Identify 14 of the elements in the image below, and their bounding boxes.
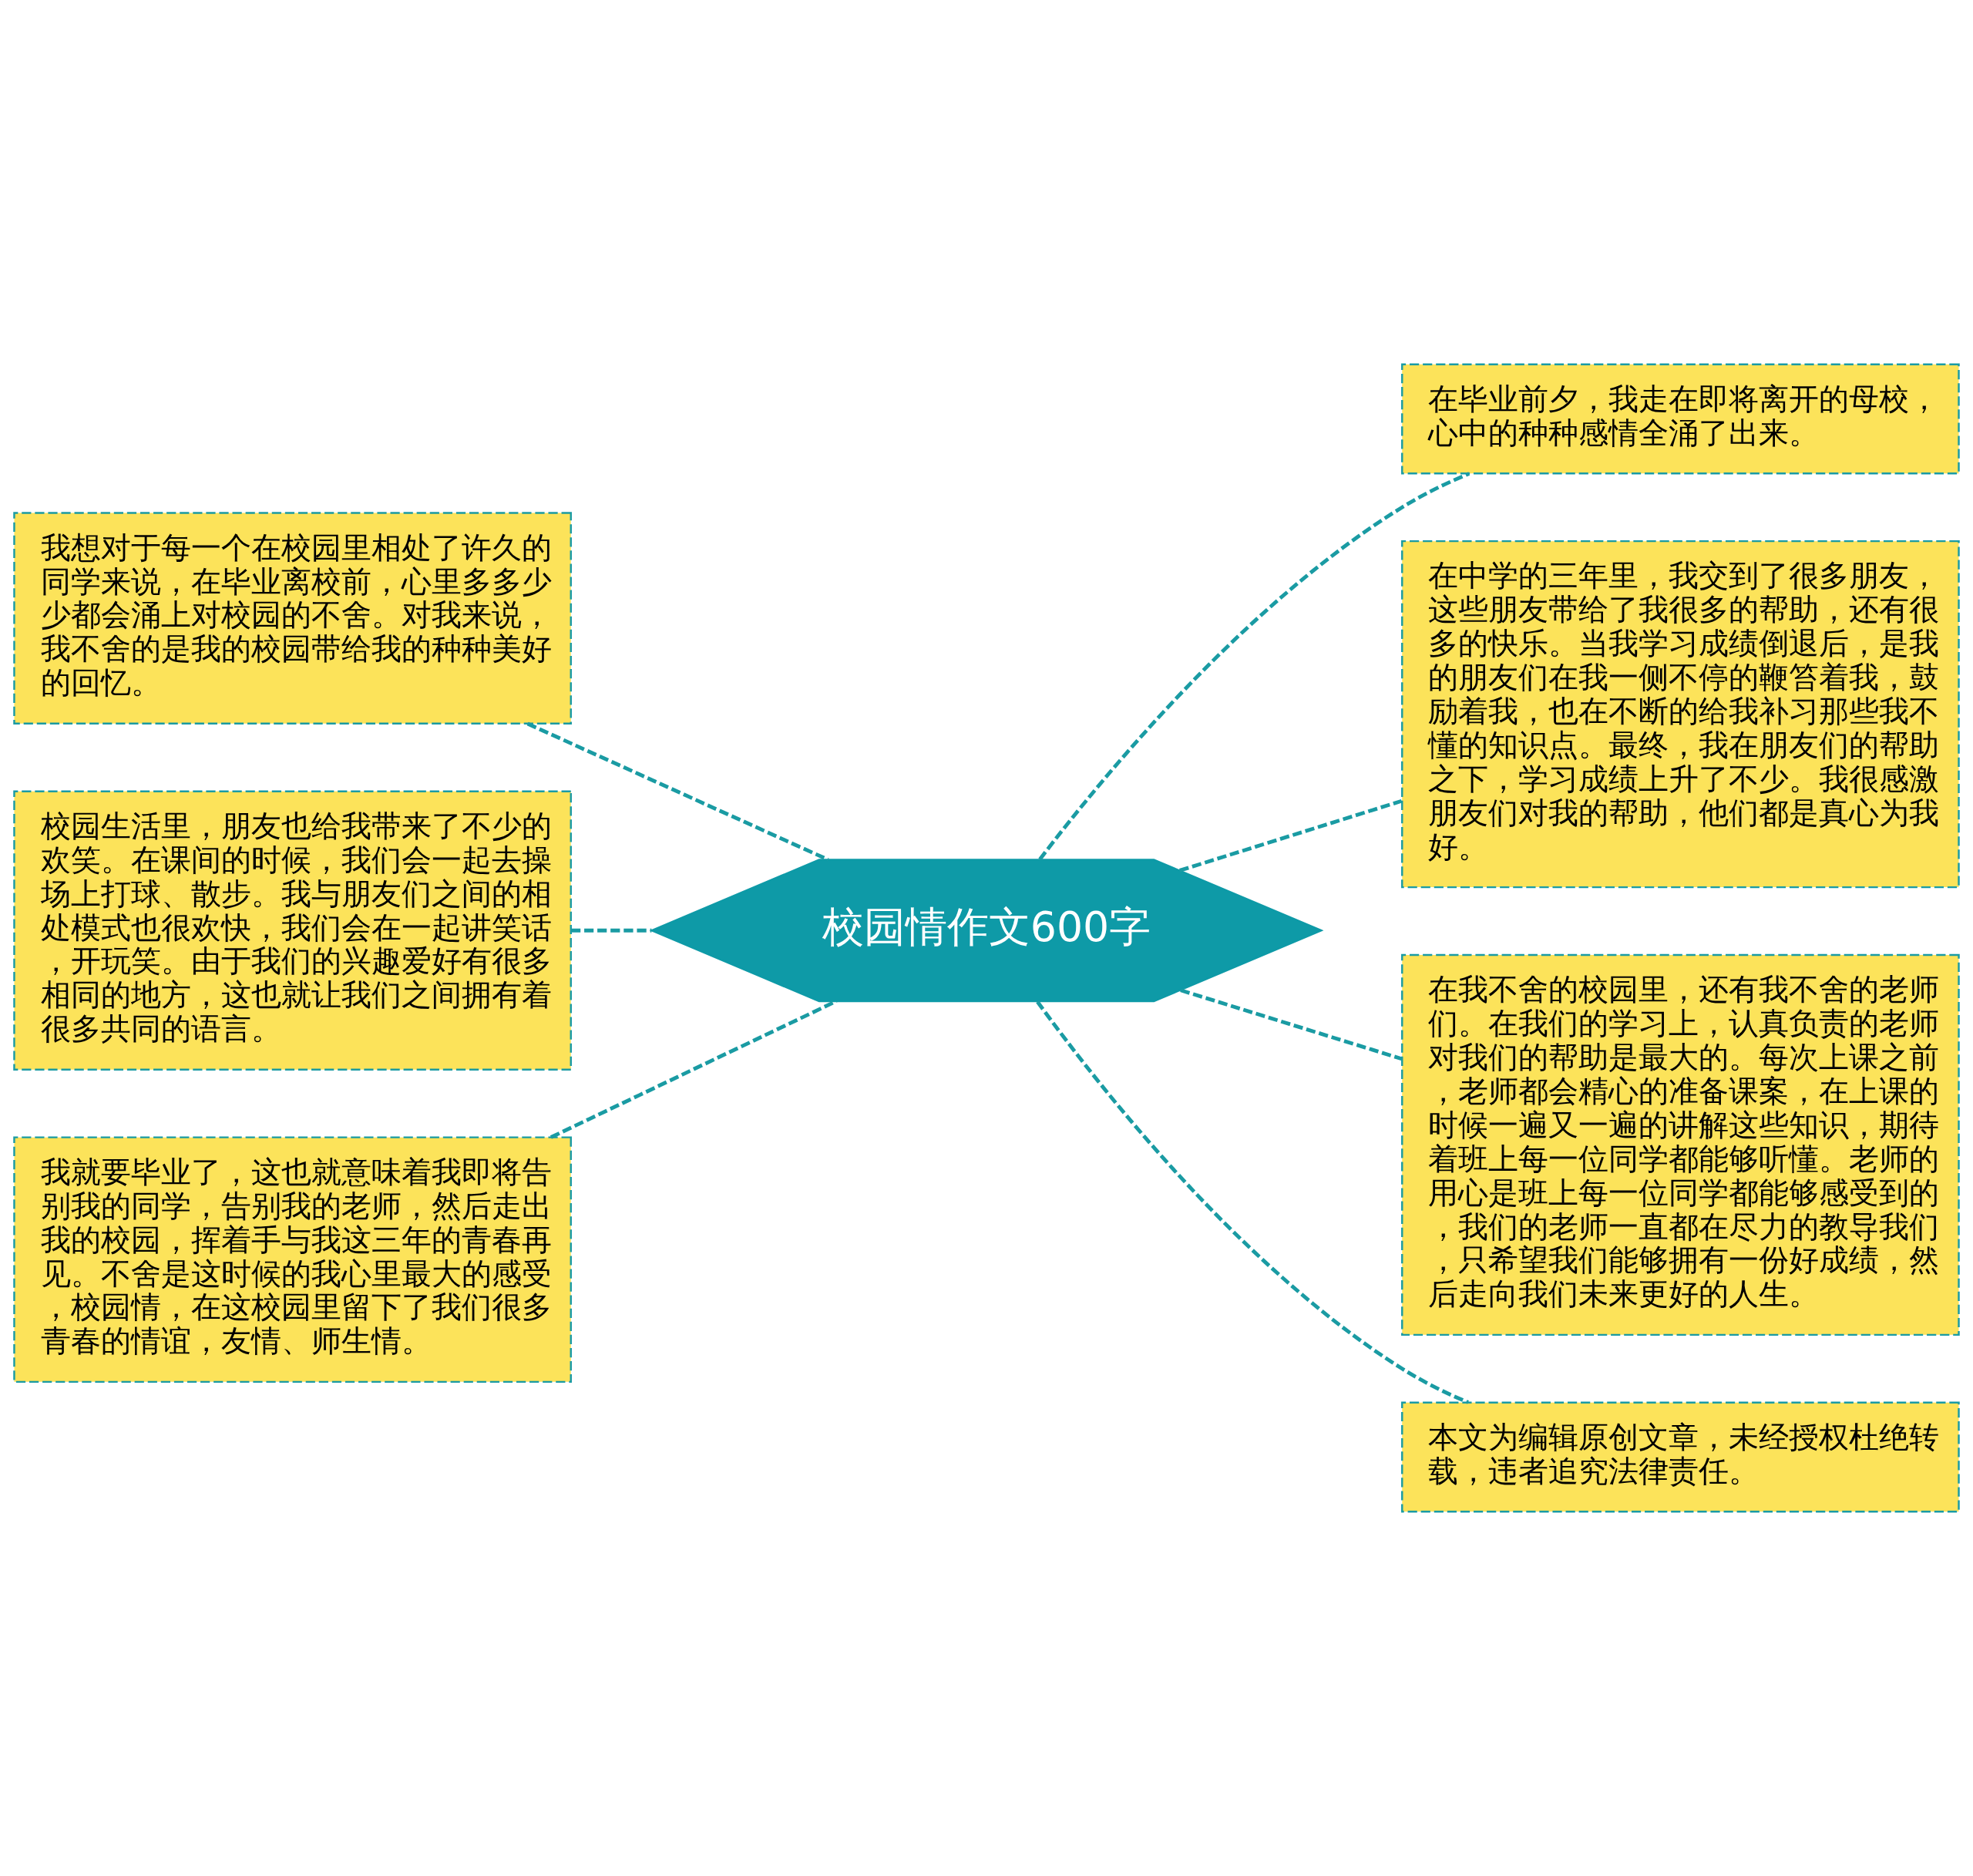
connector (1179, 798, 1403, 872)
node-box: 在中学的三年里，我交到了很多朋友，这些朋友带给了我很多的帮助，还有很多的快乐。当我学习成绩倒退后，是我的朋友们在我一侧不停的鞭笞着我，鼓励着我，也在不断的给我补习那些我不懂的知识点。最终，我在朋友们的帮助之下，学习成绩上升了不少。我很感激朋友们对我的帮助，他们都是真心为我好。 (1401, 540, 1960, 889)
node-box: 校园生活里，朋友也给我带来了不少的欢笑。在课间的时候，我们会一起去操场上打球、散步。我与朋友们之间的相处模式也很欢快，我们会在一起讲笑话，开玩笑。由于我们的兴趣爱好有很多相同的地方，这也就让我们之间拥有着很多共同的语言。 (13, 790, 572, 1071)
node-box: 在我不舍的校园里，还有我不舍的老师们。在我们的学习上，认真负责的老师对我们的帮助是最大的。每次上课之前，老师都会精心的准备课案，在上课的时候一遍又一遍的讲解这些知识，期待着班上每一位同学都能够听懂。老师的用心是班上每一位同学都能够感受到的，我们的老师一直都在尽力的教导我们，只希望我们能够拥有一份好成绩，然后走向我们未来更好的人生。 (1401, 953, 1960, 1336)
node-box: 在毕业前夕，我走在即将离开的母校，心中的种种感情全涌了出来。 (1401, 363, 1960, 475)
node-box: 我就要毕业了，这也就意味着我即将告别我的同学，告别我的老师，然后走出我的校园，挥着手与我这三年的青春再见。不舍是这时候的我心里最大的感受，校园情，在这校园里留下了我们很多青春的情谊，友情、师生情。 (13, 1136, 572, 1383)
connector (1038, 472, 1471, 861)
node-box: 我想对于每一个在校园里相处了许久的同学来说，在毕业离校前，心里多多少少都会涌上对校园的不舍。对我来说，我不舍的是我的校园带给我的种种美好的回忆。 (13, 512, 572, 725)
connector (571, 928, 652, 933)
node-box: 本文为编辑原创文章，未经授权杜绝转载，违者追究法律责任。 (1401, 1401, 1960, 1513)
connector (526, 721, 829, 862)
connector (1036, 1000, 1469, 1404)
connector (1180, 988, 1403, 1061)
connector (550, 999, 838, 1139)
